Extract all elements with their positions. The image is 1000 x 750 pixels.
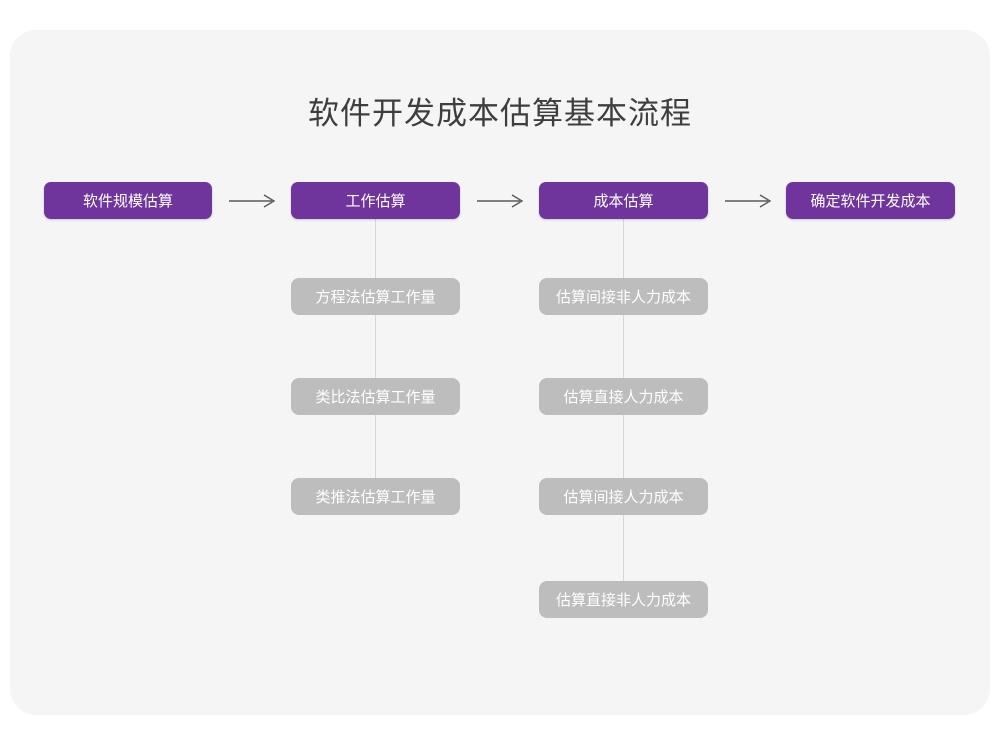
substep-label: 估算间接人力成本: [563, 489, 684, 506]
substep-label: 估算间接非人力成本: [555, 289, 691, 306]
substep-direct-labor-cost[interactable]: 估算直接人力成本: [539, 378, 708, 415]
connector-work-column: [375, 218, 376, 514]
substep-indirect-nonlabor-cost[interactable]: 估算间接非人力成本: [539, 278, 708, 315]
step-cost-estimation[interactable]: 成本估算: [539, 182, 708, 219]
substep-work-analogy-method[interactable]: 类比法估算工作量: [291, 378, 460, 415]
step-label: 成本估算: [593, 193, 654, 210]
substep-label: 方程法估算工作量: [315, 289, 436, 306]
diagram-card: [10, 30, 990, 715]
arrow-step2-step3: [476, 191, 526, 211]
substep-indirect-labor-cost[interactable]: 估算间接人力成本: [539, 478, 708, 515]
connector-cost-column: [623, 218, 624, 616]
arrow-step3-step4: [724, 191, 774, 211]
substep-label: 类比法估算工作量: [315, 389, 436, 406]
step-work-estimation[interactable]: 工作估算: [291, 182, 460, 219]
substep-label: 类推法估算工作量: [315, 489, 436, 506]
step-software-size-estimation[interactable]: 软件规模估算: [44, 182, 212, 219]
arrow-step1-step2: [228, 191, 278, 211]
substep-label: 估算直接人力成本: [563, 389, 684, 406]
step-label: 确定软件开发成本: [810, 193, 931, 210]
substep-work-inference-method[interactable]: 类推法估算工作量: [291, 478, 460, 515]
substep-label: 估算直接非人力成本: [555, 592, 691, 609]
step-determine-development-cost[interactable]: 确定软件开发成本: [786, 182, 955, 219]
substep-work-equation-method[interactable]: 方程法估算工作量: [291, 278, 460, 315]
page-title: 软件开发成本估算基本流程: [308, 96, 692, 131]
substep-direct-nonlabor-cost[interactable]: 估算直接非人力成本: [539, 581, 708, 618]
step-label: 工作估算: [345, 193, 406, 210]
step-label: 软件规模估算: [82, 193, 173, 210]
